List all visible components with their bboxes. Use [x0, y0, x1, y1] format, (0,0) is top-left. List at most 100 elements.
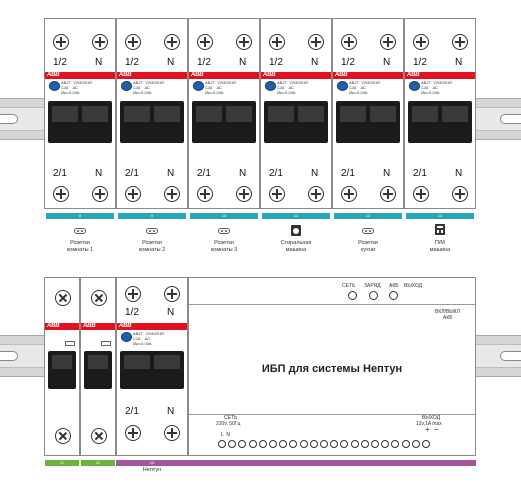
spec-text: AB27 DSH201R	[349, 80, 381, 85]
test-button[interactable]	[337, 81, 348, 91]
rail-slot	[0, 114, 18, 124]
output-label: 12v,1A max	[416, 421, 442, 427]
circuit-number: 13	[437, 213, 443, 218]
abb-logo: ABB	[191, 72, 204, 78]
spec-text: AB27 DSH201R	[133, 80, 165, 85]
terminal-label: 2/1	[53, 168, 67, 179]
single-breaker: ABB	[44, 277, 80, 456]
breaker-lever[interactable]	[336, 101, 400, 143]
abb-logo: ABB	[407, 72, 420, 78]
circuit-strip: 9	[118, 213, 186, 219]
breaker-lever[interactable]	[120, 101, 184, 143]
terminal-screw-icon	[381, 440, 390, 448]
terminal-screw-icon	[360, 440, 369, 448]
terminal-screw-icon	[320, 440, 328, 448]
terminal-screw-icon	[341, 186, 357, 202]
led-label-battery: АКБ	[389, 283, 399, 289]
spec-text: C16 AC	[133, 85, 151, 90]
brand-bar	[117, 72, 187, 79]
breaker-lever[interactable]	[264, 101, 328, 143]
terminal-screw-icon	[309, 440, 318, 448]
breaker-lever[interactable]	[408, 101, 472, 143]
terminal-screw-icon	[55, 290, 71, 306]
terminal-label: N	[167, 168, 175, 179]
terminal-label: N	[455, 57, 463, 68]
spec-text: AB27 DSH201R	[133, 331, 165, 336]
spec-text: I∆n=0.03A	[133, 90, 152, 95]
plus-label: +	[425, 425, 430, 434]
test-button[interactable]	[193, 81, 204, 91]
single-breaker: ABB	[80, 277, 116, 456]
rail-slot	[0, 351, 18, 361]
circuit-label: машина	[429, 247, 451, 253]
rail-slot	[500, 351, 521, 361]
test-button[interactable]	[121, 81, 132, 91]
terminal-screw-icon	[371, 440, 379, 448]
abb-logo: ABB	[335, 72, 348, 78]
circuit-label: П/М	[434, 240, 446, 246]
brand-bar	[81, 323, 115, 330]
circuit-label: Розетки	[70, 240, 90, 246]
circuit-label: Розетки	[142, 240, 162, 246]
spec-text: I∆n=0.03A	[133, 341, 152, 346]
ups-strip	[188, 460, 476, 466]
rcbo-lever[interactable]	[120, 351, 184, 389]
spec-text: AB27 DSH201R	[277, 80, 309, 85]
led-label-net: СЕТЬ	[342, 283, 356, 289]
socket-icon	[362, 228, 374, 234]
circuit-label: комнаты 2	[138, 247, 166, 253]
terminal-screw-icon	[350, 440, 359, 448]
rail-slot	[500, 114, 521, 124]
input-pins-label: L N	[221, 432, 230, 438]
terminal-label: 1/2	[53, 57, 67, 68]
test-button[interactable]	[265, 81, 276, 91]
terminal-screw-icon	[228, 440, 237, 448]
circuit-label: комнаты 1	[66, 247, 94, 253]
circuit-strip: 13	[116, 460, 188, 466]
breaker-lever[interactable]	[48, 351, 76, 389]
circuit-number: 12	[365, 213, 371, 218]
circuit-label: машина	[285, 247, 307, 253]
terminal-label: 2/1	[125, 168, 139, 179]
terminal-screw-icon	[218, 440, 226, 448]
terminal-screw-icon	[125, 186, 141, 202]
breaker-lever[interactable]	[48, 101, 112, 143]
terminal-screw-icon	[380, 34, 396, 50]
spec-text: I∆n=0.03A	[277, 90, 296, 95]
terminal-screw-icon	[164, 34, 180, 50]
terminal-screw-icon	[125, 425, 141, 441]
terminal-screw-icon	[92, 34, 108, 50]
breaker-lever[interactable]	[84, 351, 112, 389]
circuit-label: Нептун	[142, 467, 162, 473]
terminal-label: N	[239, 57, 247, 68]
led-battery-icon	[389, 291, 398, 300]
terminal-screw-icon	[279, 440, 288, 448]
terminal-screw-icon	[391, 440, 400, 448]
terminal-screw-icon	[164, 286, 180, 302]
terminal-screw-icon	[411, 440, 420, 448]
terminal-label: N	[455, 168, 463, 179]
test-button[interactable]	[49, 81, 60, 91]
terminal-screw-icon	[125, 286, 141, 302]
spec-text: AB27 DSH201R	[205, 80, 237, 85]
terminal-screw-icon	[340, 440, 349, 448]
abb-logo: ABB	[119, 323, 132, 329]
terminal-label: 1/2	[125, 57, 139, 68]
terminal-label: 1/2	[269, 57, 283, 68]
circuit-label: Розетки	[214, 240, 234, 246]
test-button[interactable]	[121, 332, 132, 342]
breaker-lever[interactable]	[192, 101, 256, 143]
terminal-screw-icon	[53, 34, 69, 50]
terminal-screw-icon	[330, 440, 339, 448]
abb-logo: ABB	[47, 323, 60, 329]
test-button[interactable]	[409, 81, 420, 91]
abb-logo: ABB	[47, 72, 60, 78]
circuit-strip: 13	[406, 213, 474, 219]
battery-switch-label: АКБ	[443, 315, 453, 321]
terminal-label: 1/2	[413, 57, 427, 68]
terminal-screw-icon	[197, 34, 213, 50]
terminal-label: N	[167, 307, 175, 318]
